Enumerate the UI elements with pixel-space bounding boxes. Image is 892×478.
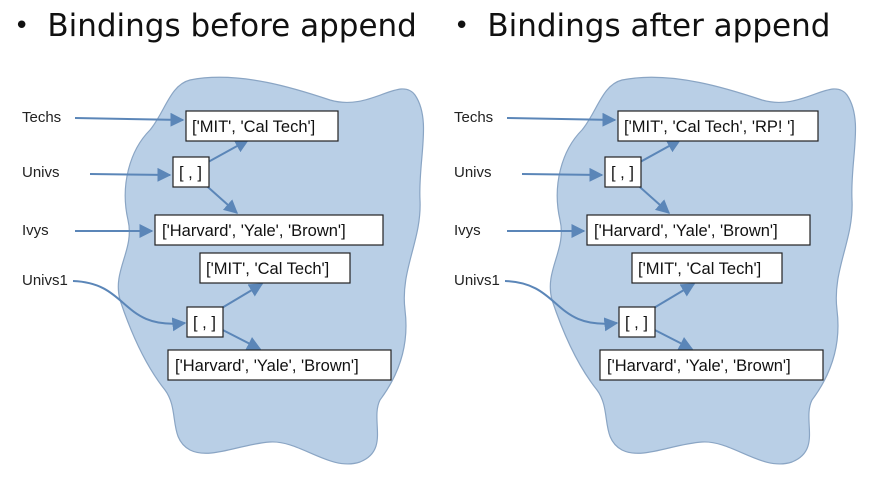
right-techs-box: [617, 110, 819, 142]
right-panel-title: • Bindings after append: [454, 8, 830, 44]
right-techs-copy-box-text: ['MIT', 'Cal Tech']: [638, 260, 761, 278]
right-univs-box: [604, 156, 642, 188]
right-ivys-box-text: ['Harvard', 'Yale', 'Brown']: [594, 222, 778, 240]
left-label-univs: Univs: [22, 164, 60, 181]
right-techs-box-text: ['MIT', 'Cal Tech', 'RP! ']: [624, 118, 795, 136]
right-arrow-univs1: [504, 280, 619, 332]
left-label-techs: Techs: [22, 109, 61, 126]
right-univs-box-text: [ , ]: [611, 164, 634, 182]
bullet-icon: •: [454, 11, 470, 41]
left-univs-box-text: [ , ]: [179, 164, 202, 182]
left-techs-copy-box: [199, 252, 351, 284]
left-arrow-univs1: [72, 280, 187, 332]
left-panel-title: • Bindings before append: [14, 8, 417, 44]
right-univs1-box: [618, 306, 656, 338]
right-ivys-box: [586, 214, 811, 246]
bullet-icon: •: [14, 11, 30, 41]
right-label-ivys: Ivys: [454, 222, 481, 239]
left-techs-box-text: ['MIT', 'Cal Tech']: [192, 118, 315, 136]
right-techs-copy-box: [631, 252, 783, 284]
right-title-text: Bindings after append: [487, 8, 831, 44]
left-univs1-box: [186, 306, 224, 338]
right-panel: Techs Univs Ivys Univs1 ['MIT', 'Cal Tec…: [454, 76, 857, 465]
left-techs-box: [185, 110, 339, 142]
right-ivys-copy-box: [599, 349, 824, 381]
left-ivys-box-text: ['Harvard', 'Yale', 'Brown']: [162, 222, 346, 240]
left-univs-box: [172, 156, 210, 188]
left-panel: Techs Univs Ivys Univs1 ['MIT', 'Cal Tec…: [22, 76, 425, 465]
left-label-univs1: Univs1: [22, 272, 68, 289]
left-title-text: Bindings before append: [47, 8, 417, 44]
right-label-univs: Univs: [454, 164, 492, 181]
right-arrow-techs: [506, 112, 617, 127]
right-label-techs: Techs: [454, 109, 493, 126]
left-arrow-univs: [89, 167, 172, 182]
left-univs1-box-text: [ , ]: [193, 314, 216, 332]
left-techs-copy-box-text: ['MIT', 'Cal Tech']: [206, 260, 329, 278]
right-univs1-box-text: [ , ]: [625, 314, 648, 332]
right-ivys-copy-box-text: ['Harvard', 'Yale', 'Brown']: [607, 357, 791, 375]
left-arrow-techs: [74, 112, 185, 127]
right-arrow-univs: [521, 167, 604, 182]
left-ivys-copy-box-text: ['Harvard', 'Yale', 'Brown']: [175, 357, 359, 375]
left-ivys-box: [154, 214, 384, 246]
right-label-univs1: Univs1: [454, 272, 500, 289]
left-ivys-copy-box: [167, 349, 392, 381]
left-label-ivys: Ivys: [22, 222, 49, 239]
